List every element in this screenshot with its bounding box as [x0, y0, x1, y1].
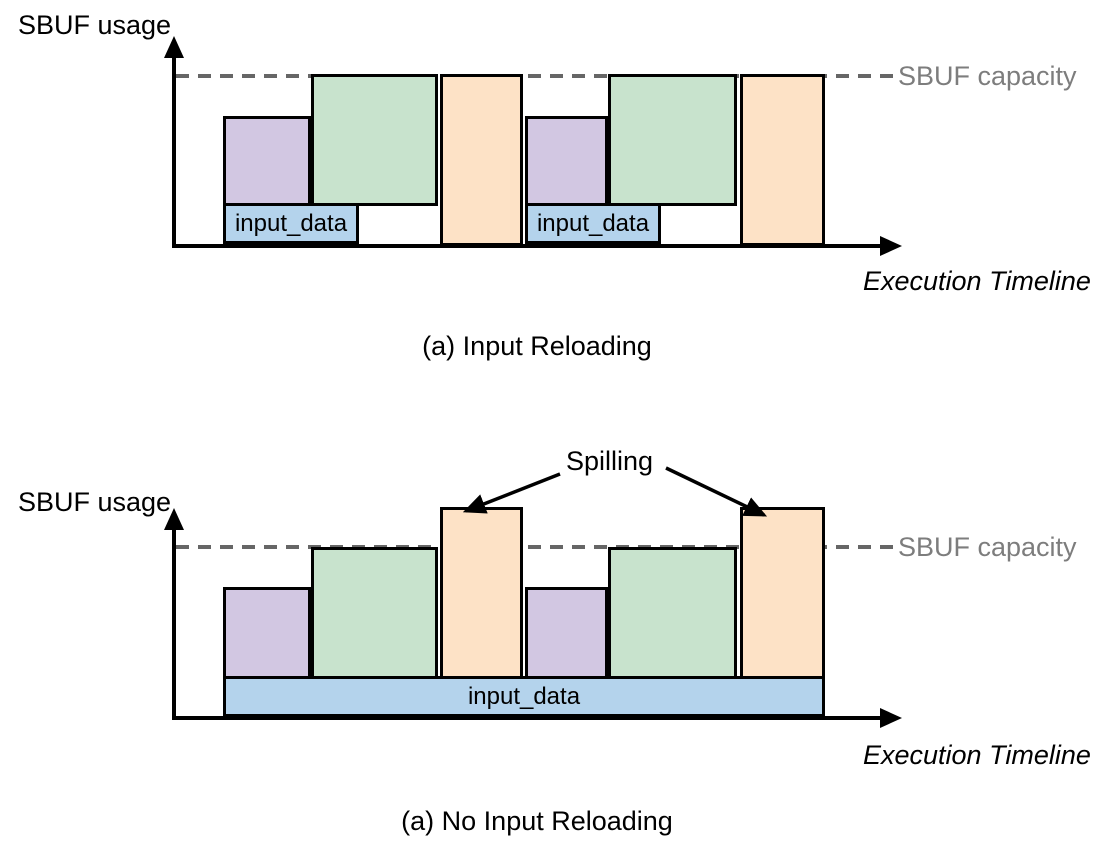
- spilling-label: Spilling: [566, 446, 654, 476]
- purple-usage-bar: [223, 587, 311, 679]
- x-axis-label: Execution Timeline: [863, 266, 1091, 296]
- green-usage-bar: [311, 74, 438, 206]
- input-data-bar: input_data: [223, 676, 825, 717]
- x-axis-arrowhead-icon: [880, 708, 902, 728]
- capacity-dashed-line: [176, 545, 894, 549]
- y-axis-label: SBUF usage: [18, 487, 172, 517]
- x-axis-arrowhead-icon: [880, 236, 902, 256]
- x-axis-line: [172, 716, 882, 720]
- purple-usage-bar: [525, 587, 608, 679]
- orange-usage-bar: [740, 507, 825, 679]
- purple-usage-bar: [223, 116, 311, 206]
- y-axis-label: SBUF usage: [18, 10, 172, 40]
- purple-usage-bar: [525, 116, 608, 206]
- input-data-label: input_data: [467, 682, 581, 710]
- capacity-dashed-line: [176, 74, 894, 78]
- capacity-label: SBUF capacity: [898, 61, 1077, 91]
- spilling-arrow-right: [665, 466, 768, 517]
- x-axis-label: Execution Timeline: [863, 740, 1091, 770]
- caption-bottom: (a) No Input Reloading: [401, 806, 673, 836]
- y-axis-arrowhead-icon: [164, 36, 184, 58]
- y-axis-arrowhead-icon: [164, 508, 184, 530]
- capacity-label: SBUF capacity: [898, 532, 1077, 562]
- y-axis-line: [172, 50, 176, 248]
- green-usage-bar: [608, 74, 737, 206]
- caption-top: (a) Input Reloading: [422, 331, 652, 361]
- y-axis-line: [172, 522, 176, 720]
- green-usage-bar: [311, 547, 438, 679]
- green-usage-bar: [608, 547, 737, 679]
- input-data-label: input_data: [234, 209, 348, 237]
- x-axis-line: [172, 244, 882, 248]
- spilling-arrow-left: [462, 472, 561, 514]
- input-data-bar: input_data: [223, 203, 359, 244]
- orange-usage-bar: [740, 74, 825, 246]
- orange-usage-bar: [440, 74, 523, 246]
- input-data-label: input_data: [536, 209, 650, 237]
- orange-usage-bar: [440, 507, 523, 679]
- input-data-bar: input_data: [525, 203, 661, 244]
